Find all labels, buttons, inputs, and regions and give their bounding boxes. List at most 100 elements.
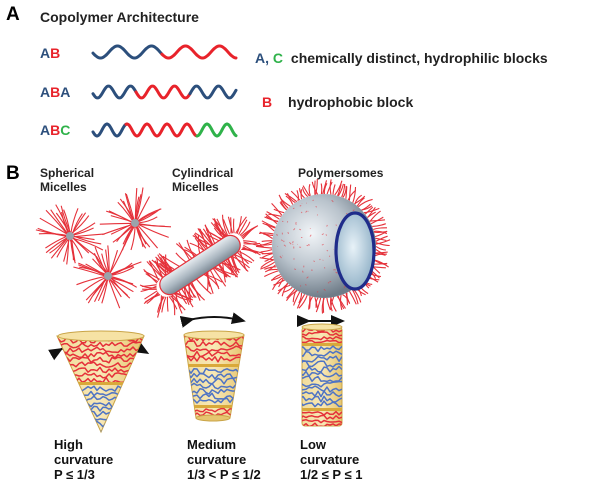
polymer-hair [329, 179, 332, 195]
polymer-hair [197, 228, 208, 249]
polymer-hair [189, 283, 205, 301]
chain-segment [91, 84, 138, 100]
polymer-hair [231, 255, 250, 269]
polymer-hair [239, 250, 248, 272]
polymer-hair [308, 184, 311, 196]
polymer-hair [194, 237, 205, 251]
polymer-hair [258, 232, 274, 235]
surface-hair [279, 255, 282, 259]
polymer-hair [109, 250, 119, 274]
polymer-hair [240, 226, 257, 237]
polymer-hair [266, 211, 280, 220]
polymer-hair [60, 205, 71, 234]
polymer-hair [137, 223, 172, 228]
polymer-hair [39, 217, 68, 235]
surface-hair [319, 258, 321, 261]
surface-hair [294, 268, 297, 271]
label-line: curvature [187, 452, 247, 467]
polymer-hair [286, 288, 296, 299]
polymer-hair [356, 197, 365, 207]
packed-chain [302, 390, 342, 398]
spherical-micelle [35, 204, 105, 265]
polymer-hair [143, 293, 160, 305]
polymer-hair [110, 262, 133, 276]
surface-hair [283, 244, 287, 247]
polymer-hair [157, 296, 165, 313]
legend-letter-a: A [255, 50, 266, 66]
packed-chain [184, 382, 244, 390]
label-line: 1/2 ≤ P ≤ 1 [300, 467, 363, 482]
polymer-hair [284, 193, 298, 203]
polymer-hair [99, 222, 133, 225]
surface-hair [321, 233, 324, 236]
polymer-hair [349, 291, 357, 305]
interface-band [184, 405, 244, 408]
packed-chain [302, 380, 342, 388]
copolymer-code-ab: AB [40, 45, 60, 61]
polymer-hair [145, 273, 159, 283]
polymer-hair [223, 260, 237, 278]
label-line: Micelles [40, 180, 87, 194]
polymer-hair [193, 233, 209, 249]
code-letter: A [40, 84, 51, 100]
polymer-hair [264, 256, 274, 262]
surface-hair [293, 228, 296, 231]
surface-hair [302, 270, 304, 273]
surface-hair [300, 211, 303, 214]
polymer-hair [259, 257, 274, 261]
legend-sep: , [265, 50, 270, 66]
polymer-hair [243, 244, 261, 256]
packed-chain [184, 355, 244, 363]
polymer-hair [361, 203, 371, 211]
legend-hydrophobic-text: hydrophobic block [288, 94, 414, 110]
polymer-hair [326, 297, 331, 311]
packed-chain [302, 331, 342, 337]
chain-segment [195, 122, 238, 138]
polymer-hair [95, 255, 109, 274]
packed-chain [302, 414, 342, 420]
polymer-hair [50, 237, 69, 259]
polymer-hair [264, 266, 277, 270]
polymer-hair [189, 242, 205, 251]
polymer-hair [260, 249, 273, 253]
polymer-hair [314, 297, 319, 310]
polymer-hair [357, 198, 373, 208]
label-line: P ≤ 1/3 [54, 467, 95, 482]
surface-hair [312, 199, 314, 202]
polymer-hair [146, 291, 159, 305]
packed-chain [302, 339, 342, 344]
polymer-hair [351, 289, 359, 305]
label-line: Medium [187, 437, 237, 452]
polymer-hair [171, 294, 182, 308]
packed-chain [57, 341, 144, 349]
packed-chain [302, 350, 342, 357]
packed-chain [302, 355, 342, 363]
polymer-hair [170, 295, 186, 311]
polymer-hair [271, 273, 281, 282]
polymer-hair [157, 254, 171, 273]
polymer-hair [159, 262, 172, 273]
polymer-hair [112, 225, 134, 243]
polymer-hair [352, 186, 357, 203]
polymer-hair [168, 296, 178, 310]
packed-chain [184, 367, 244, 375]
polymer-hair [218, 263, 228, 278]
polymer-hair [227, 216, 234, 234]
polymer-hair [330, 296, 335, 310]
polymer-hair [341, 183, 346, 198]
code-letter: C [60, 122, 71, 138]
polymer-hair [364, 206, 374, 215]
polymer-hair [72, 235, 102, 245]
packed-chain [184, 372, 244, 380]
packed-chain [302, 335, 342, 341]
polymer-hair [375, 251, 388, 254]
polymer-hair [66, 238, 70, 265]
polymer-hair [56, 238, 70, 258]
polymer-hair [173, 293, 188, 301]
polymer-hair [372, 223, 386, 227]
polymer-hair [296, 190, 299, 202]
surface-hair [289, 242, 292, 245]
polymer-hair [375, 242, 390, 247]
polymer-hair [298, 295, 308, 309]
truncated-cone-shape [183, 330, 245, 422]
